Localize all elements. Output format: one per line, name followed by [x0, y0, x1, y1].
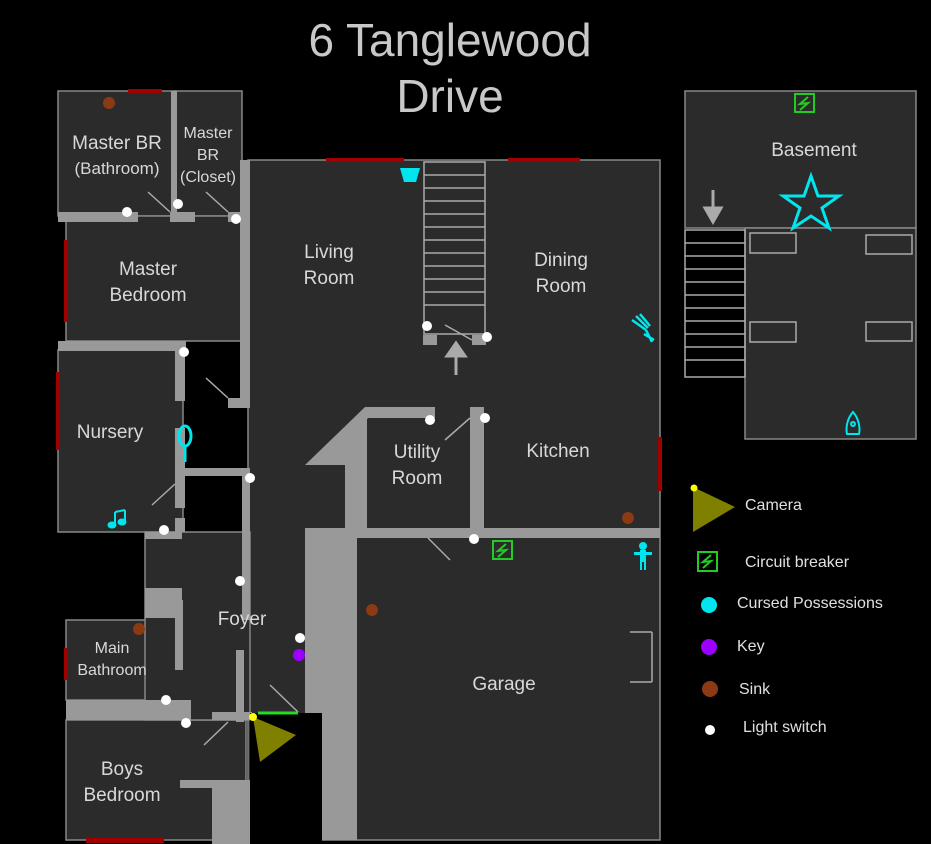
- sink-icon: [103, 97, 115, 109]
- legend-label-circuit-breaker: Circuit breaker: [745, 554, 850, 571]
- room-label-main-bathroom: Main Bathroom: [77, 640, 147, 679]
- legend-light-switch-icon: [705, 725, 715, 735]
- staircase-main: [423, 161, 486, 335]
- legend-label-cursed-possessions: Cursed Possessions: [737, 595, 883, 612]
- light-switch-icon: [422, 321, 432, 331]
- light-switch-icon: [482, 332, 492, 342]
- monkey-paw-icon: [631, 313, 655, 343]
- room-label-nursery: Nursery: [76, 422, 144, 443]
- sinks: [103, 97, 634, 635]
- room-label-living-room: Living Room: [303, 242, 355, 289]
- light-switch-icon: [245, 473, 255, 483]
- room-label-master-br-bathroom: Master BR (Bathroom): [72, 133, 162, 178]
- sink-icon: [622, 512, 634, 524]
- voodoo-doll-icon: [634, 542, 652, 570]
- doors: [147, 191, 653, 746]
- legend-camera-icon: [690, 484, 735, 532]
- light-switches: [122, 199, 492, 728]
- legend-label-light-switch: Light switch: [743, 719, 827, 736]
- sink-icon: [133, 623, 145, 635]
- legend-key-icon: [701, 639, 717, 655]
- legend-label-sink: Sink: [739, 681, 771, 698]
- staircase-basement: [684, 229, 746, 378]
- light-switch-icon: [480, 413, 490, 423]
- circuit-breaker-icon: [794, 93, 815, 113]
- light-switch-icon: [425, 415, 435, 425]
- music-box-icon: [107, 509, 127, 529]
- stairs-up-arrow: [444, 340, 468, 375]
- room-label-utility-room: Utility Room: [391, 442, 443, 489]
- room-label-basement: Basement: [771, 140, 857, 161]
- legend-label-key: Key: [737, 638, 765, 655]
- tarot-cards-icon: [400, 168, 420, 182]
- ouija-board-icon: [845, 410, 861, 435]
- light-switch-icon: [469, 534, 479, 544]
- room-label-garage: Garage: [472, 674, 536, 695]
- light-switch-icon: [161, 695, 171, 705]
- camera-icon: [249, 713, 296, 762]
- legend-cursed-possession-icon: [701, 597, 717, 613]
- light-switch-icon: [231, 214, 241, 224]
- light-switch-icon: [235, 576, 245, 586]
- room-label-master-br-closet: Master BR (Closet): [179, 125, 236, 186]
- stairs-down-arrow: [702, 190, 724, 226]
- legend-sink-icon: [702, 681, 718, 697]
- key-icon: [293, 649, 305, 661]
- haunted-mirror-icon: [177, 424, 193, 462]
- light-switch-icon: [295, 633, 305, 643]
- room-label-dining-room: Dining Room: [534, 250, 588, 297]
- room-label-boys-bedroom: Boys Bedroom: [83, 759, 161, 806]
- room-label-master-bedroom: Master Bedroom: [109, 259, 187, 306]
- circuit-breaker-icon: [492, 540, 513, 560]
- light-switch-icon: [173, 199, 183, 209]
- room-label-foyer: Foyer: [217, 609, 267, 630]
- light-switch-icon: [181, 718, 191, 728]
- map-title: 6 Tanglewood Drive: [308, 14, 592, 122]
- room-label-kitchen: Kitchen: [526, 441, 590, 462]
- legend-circuit-breaker-icon: [697, 551, 718, 572]
- light-switch-icon: [179, 347, 189, 357]
- sink-icon: [366, 604, 378, 616]
- light-switch-icon: [122, 207, 132, 217]
- windows: [56, 89, 662, 843]
- basement-tables: [749, 232, 913, 343]
- light-switch-icon: [159, 525, 169, 535]
- summoning-circle-icon: [778, 171, 844, 232]
- legend-label-camera: Camera: [745, 497, 802, 514]
